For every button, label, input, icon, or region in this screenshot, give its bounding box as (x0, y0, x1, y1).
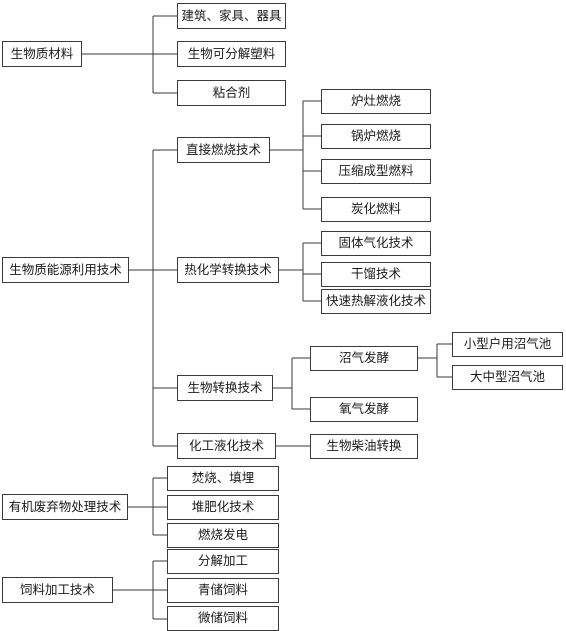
node-charcoal-fuel: 炭化燃料 (321, 197, 431, 222)
node-building-furniture: 建筑、家具、器具 (177, 3, 286, 29)
node-fast-pyrolysis: 快速热解液化技术 (321, 289, 431, 314)
node-incineration-landfill: 焚烧、填埋 (167, 466, 279, 491)
node-household-digester: 小型户用沼气池 (452, 332, 563, 357)
node-biomaterials: 生物质材料 (2, 41, 82, 67)
node-large-digester: 大中型沼气池 (452, 365, 563, 390)
node-microbial-feed: 微储饲料 (167, 606, 279, 631)
node-gasification: 固体气化技术 (321, 231, 431, 256)
node-power-generation: 燃烧发电 (167, 523, 279, 548)
node-biogas-fermentation: 沼气发酵 (310, 346, 418, 371)
node-aerobic-fermentation: 氧气发酵 (310, 397, 418, 422)
node-bioconversion: 生物转换技术 (177, 375, 273, 401)
node-adhesive: 粘合剂 (177, 80, 286, 106)
node-organic-waste: 有机废弃物处理技术 (2, 494, 128, 520)
node-briquette-fuel: 压缩成型燃料 (321, 159, 431, 184)
node-feed-processing: 饲料加工技术 (2, 577, 113, 603)
node-boiler-combustion: 锅炉燃烧 (321, 124, 431, 149)
node-chemical-liquefaction: 化工液化技术 (177, 433, 276, 459)
node-biodegradable-plastic: 生物可分解塑料 (177, 41, 286, 67)
node-bioenergy: 生物质能源利用技术 (2, 257, 129, 283)
node-thermochemical: 热化学转换技术 (177, 257, 279, 283)
node-stove-combustion: 炉灶燃烧 (321, 89, 431, 114)
node-composting: 堆肥化技术 (167, 495, 279, 520)
node-dry-distillation: 干馏技术 (321, 262, 431, 287)
node-biodiesel: 生物柴油转换 (310, 434, 418, 459)
node-decompose-processing: 分解加工 (167, 549, 279, 574)
node-direct-combustion: 直接燃烧技术 (177, 137, 270, 163)
node-silage-feed: 青储饲料 (167, 578, 279, 603)
